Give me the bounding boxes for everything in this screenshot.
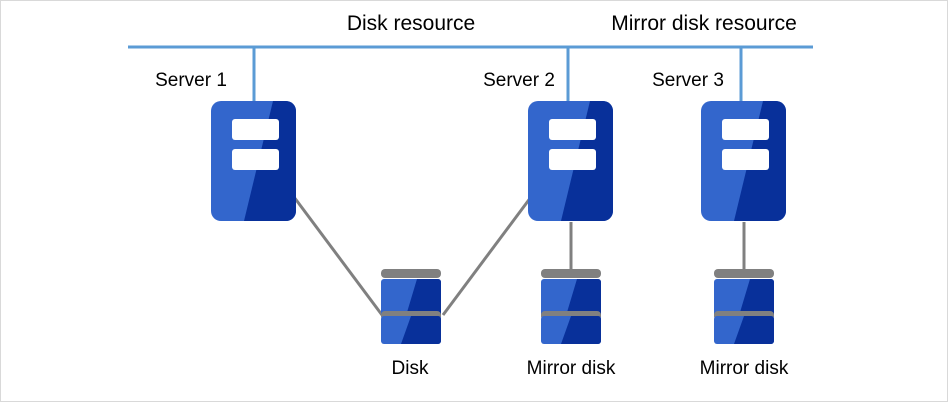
disk-label-shared: Disk <box>391 358 429 379</box>
resource-bracket <box>128 45 813 102</box>
connector-server1-to-disk <box>292 196 384 316</box>
server-face-bar-top <box>232 119 279 140</box>
disk-label-mirror-2: Mirror disk <box>699 358 789 379</box>
server-face-bar-top <box>722 119 769 140</box>
server-label-3: Server 3 <box>652 70 724 91</box>
disk-icon-shared[interactable] <box>381 269 441 344</box>
connector-server2-to-disk <box>441 196 533 316</box>
server-icon-3[interactable] <box>701 101 786 221</box>
server-face-bar-bottom <box>549 149 596 170</box>
disk-cap-top <box>381 269 441 278</box>
connector-lines <box>292 196 746 316</box>
disk-cap-top <box>714 269 774 278</box>
server-label-2: Server 2 <box>483 70 555 91</box>
resource-label-disk: Disk resource <box>346 12 476 35</box>
server-icon-1[interactable] <box>211 101 296 221</box>
resource-label-mirror-disk: Mirror disk resource <box>611 12 797 35</box>
disk-icon-mirror-2[interactable] <box>714 269 774 344</box>
server-face-bar-bottom <box>722 149 769 170</box>
server-face-bar-bottom <box>232 149 279 170</box>
disk-icon-mirror-1[interactable] <box>541 269 601 344</box>
disk-cap-top <box>541 269 601 278</box>
server-label-1: Server 1 <box>155 70 227 91</box>
server-icon-2[interactable] <box>528 101 613 221</box>
server-face-bar-top <box>549 119 596 140</box>
disk-label-mirror-1: Mirror disk <box>526 358 616 379</box>
